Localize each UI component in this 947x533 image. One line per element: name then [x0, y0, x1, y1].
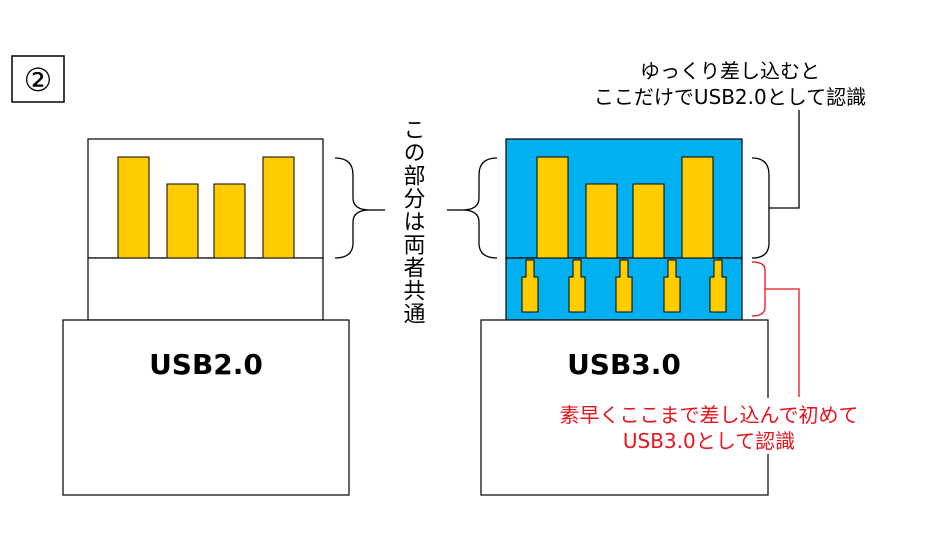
- step-number-box: [11, 55, 65, 103]
- step-number: ②: [24, 61, 53, 99]
- usb3-connector: USB3.0: [480, 138, 769, 496]
- usb3-pin-4: [681, 156, 714, 259]
- bottom-note-line-1: 素早くここまで差し込んで初めて: [560, 403, 859, 427]
- usb3-ss-pin-5: [709, 259, 727, 313]
- usb3-pin-2: [585, 183, 618, 259]
- brace-mid: [461, 157, 498, 259]
- usb2-connector: USB2.0: [62, 138, 350, 496]
- brace-left: [334, 157, 371, 259]
- usb2-pin-3: [213, 183, 246, 259]
- usb3-pin-3: [632, 183, 665, 259]
- usb3-ss-pin-1: [521, 259, 539, 313]
- shared-note: この部分は両者共通: [400, 118, 426, 325]
- usb2-label: USB2.0: [149, 348, 263, 381]
- usb3-ss-pin-3: [615, 259, 633, 313]
- usb2-body: [62, 319, 350, 496]
- usb2-pin-4: [262, 156, 295, 259]
- bottom-note-line-2: USB3.0として認識: [623, 429, 795, 453]
- top-note-line-1: ゆっくり差し込むと: [640, 59, 820, 83]
- usb2-pin-2: [166, 183, 199, 259]
- bottom-note-leader: [765, 288, 800, 397]
- brace-right-top: [751, 157, 770, 259]
- usb3-ss-pin-2: [568, 259, 586, 313]
- usb3-pin-1: [536, 156, 569, 259]
- bottom-note-bg: [534, 398, 886, 454]
- usb3-ss-pin-4: [663, 259, 681, 313]
- brace-right-bottom: [751, 261, 766, 317]
- usb2-tongue-lower: [87, 257, 324, 321]
- usb3-label: USB3.0: [567, 348, 681, 381]
- usb2-pin-1: [117, 156, 150, 259]
- top-note-line-2: ここだけでUSB2.0として認識: [594, 85, 866, 109]
- top-note-leader: [769, 110, 800, 209]
